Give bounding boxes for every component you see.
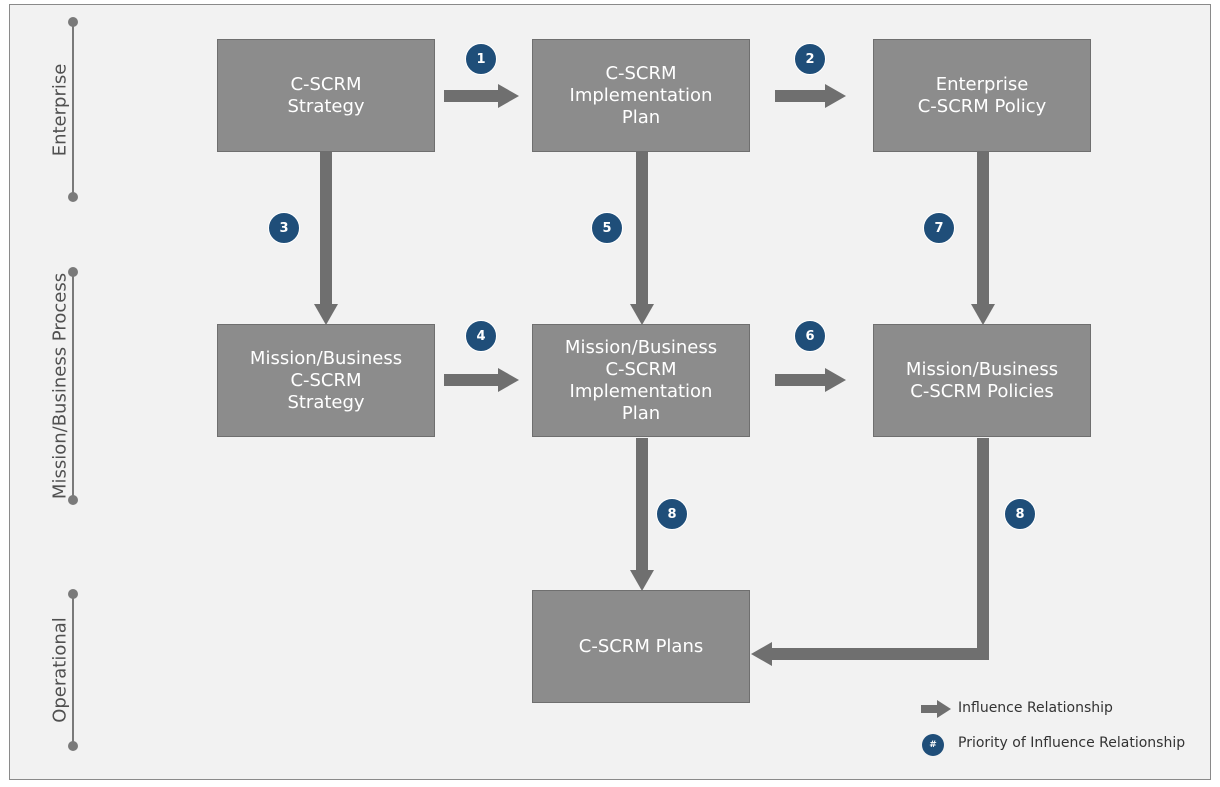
arrow-mb-strategy-to-mb-impl-plan	[444, 368, 519, 392]
box-mission-business-cscrm-implementation-plan: Mission/Business C-SCRM Implementation P…	[532, 324, 750, 437]
box-cscrm-implementation-plan: C-SCRM Implementation Plan	[532, 39, 750, 152]
arrow-policy-to-mb-policies	[971, 152, 995, 325]
priority-badge-4: 4	[465, 320, 497, 352]
tier-label-operational: Operational	[49, 617, 71, 723]
priority-badge-8-right: 8	[1004, 498, 1036, 530]
box-cscrm-strategy: C-SCRM Strategy	[217, 39, 435, 152]
arrow-impl-plan-to-mb-impl-plan	[630, 152, 654, 325]
legend-priority-label: Priority of Influence Relationship	[958, 735, 1186, 751]
arrow-strategy-to-impl-plan	[444, 84, 519, 108]
tier-line-mission	[68, 267, 78, 505]
box-enterprise-cscrm-policy: Enterprise C-SCRM Policy	[873, 39, 1091, 152]
legend-arrow-icon	[921, 700, 951, 718]
legend-influence-relationship-label: Influence Relationship	[958, 700, 1113, 716]
arrow-strategy-to-mb-strategy	[314, 152, 338, 325]
tier-label-enterprise: Enterprise	[49, 63, 71, 157]
priority-badge-1: 1	[465, 43, 497, 75]
arrow-mb-impl-plan-to-plans	[630, 438, 654, 591]
priority-badge-7: 7	[923, 212, 955, 244]
arrow-impl-plan-to-policy	[775, 84, 846, 108]
box-mission-business-cscrm-policies: Mission/Business C-SCRM Policies	[873, 324, 1091, 437]
box-cscrm-plans: C-SCRM Plans	[532, 590, 750, 703]
priority-badge-2: 2	[794, 43, 826, 75]
box-mission-business-cscrm-strategy: Mission/Business C-SCRM Strategy	[217, 324, 435, 437]
priority-badge-5: 5	[591, 212, 623, 244]
arrow-mb-policies-to-plans	[751, 438, 989, 666]
tier-line-operational	[68, 589, 78, 751]
legend-priority-badge-icon: #	[922, 734, 944, 756]
tier-label-mission-business-process: Mission/Business Process	[49, 272, 71, 500]
tier-line-enterprise	[68, 17, 78, 202]
priority-badge-6: 6	[794, 320, 826, 352]
arrow-mb-impl-plan-to-mb-policies	[775, 368, 846, 392]
priority-badge-8-left: 8	[656, 498, 688, 530]
priority-badge-3: 3	[268, 212, 300, 244]
